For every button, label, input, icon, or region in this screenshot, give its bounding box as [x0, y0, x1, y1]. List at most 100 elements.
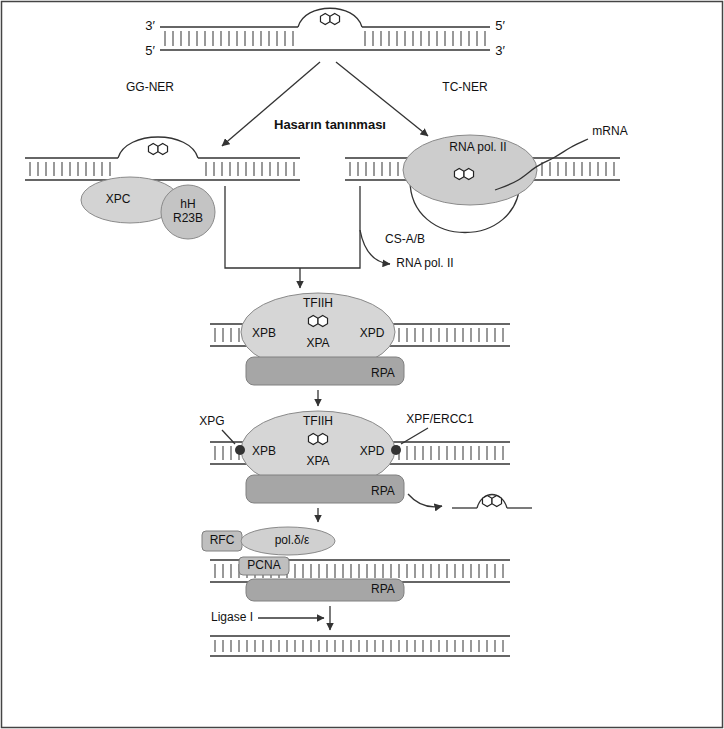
base-pair	[502, 328, 503, 342]
base-pair	[478, 640, 479, 652]
base-pair	[222, 564, 223, 578]
base-pair	[470, 640, 471, 652]
base-pair	[438, 446, 439, 460]
thymine-dimer	[308, 434, 318, 445]
dna-fragment	[507, 507, 532, 508]
base-pair	[406, 564, 407, 578]
base-pair	[238, 640, 239, 652]
base-pair	[468, 31, 469, 46]
node-shape	[246, 475, 404, 503]
annotation-label: Hasarın tanınması	[274, 118, 386, 133]
leader-line	[222, 430, 235, 444]
base-pair	[422, 328, 423, 342]
protein-label: PCNA	[247, 559, 280, 573]
dna-strand	[160, 26, 298, 27]
base-pair	[69, 162, 70, 176]
dna-strand	[210, 635, 510, 636]
protein-label: pol.δ/ε	[275, 534, 310, 548]
base-pair	[462, 564, 463, 578]
base-pair	[430, 564, 431, 578]
node-shape	[403, 135, 537, 205]
pathway-arrow	[317, 390, 318, 406]
dna-bubble	[118, 137, 198, 158]
base-pair	[406, 640, 407, 652]
base-pair	[294, 564, 295, 578]
base-pair	[254, 640, 255, 652]
protein-label: RNA pol. II	[449, 141, 506, 155]
base-pair	[398, 328, 399, 342]
base-pair	[350, 564, 351, 578]
base-pair	[164, 31, 165, 46]
base-pair	[204, 31, 205, 46]
polymerase-ellipse: pol.δ/ε	[240, 526, 336, 556]
leader-line	[401, 428, 428, 444]
base-pair	[541, 162, 542, 176]
base-pair	[109, 162, 110, 176]
annotation-label: 3′	[145, 19, 155, 34]
protein-label: RPA	[371, 485, 395, 499]
polymerase-ellipse: RNA pol. II	[402, 134, 538, 206]
base-pair	[406, 328, 407, 342]
base-pair	[196, 31, 197, 46]
dna-lesion	[308, 316, 327, 327]
protein-label: RPA	[371, 367, 395, 381]
base-pair	[454, 328, 455, 342]
base-pair	[286, 640, 287, 652]
base-pair	[285, 162, 286, 176]
base-pair	[484, 31, 485, 46]
dna-lesion	[320, 14, 339, 25]
base-pair	[253, 162, 254, 176]
annotation-label: XPG	[199, 415, 224, 429]
base-pair	[212, 31, 213, 46]
base-pair	[302, 564, 303, 578]
base-pair	[382, 564, 383, 578]
base-pair	[589, 162, 590, 176]
base-pair	[605, 162, 606, 176]
base-pair	[476, 31, 477, 46]
base-pair	[486, 640, 487, 652]
node-shape	[239, 557, 289, 575]
node-shape	[241, 527, 335, 555]
pathway-arrow	[317, 508, 318, 522]
base-pair	[478, 328, 479, 342]
base-pair	[422, 564, 423, 578]
base-pair	[460, 31, 461, 46]
base-pair	[502, 640, 503, 652]
base-pair	[269, 162, 270, 176]
base-pair	[470, 328, 471, 342]
base-pair	[430, 328, 431, 342]
base-pair	[342, 564, 343, 578]
base-pair	[414, 446, 415, 460]
base-pair	[438, 328, 439, 342]
base-pair	[364, 31, 365, 46]
dna-strand	[345, 179, 410, 180]
pathway-arrow	[299, 268, 300, 288]
base-pair	[237, 162, 238, 176]
base-pair	[597, 162, 598, 176]
thymine-dimer	[318, 434, 328, 445]
xpf-site	[391, 445, 401, 455]
base-pair	[213, 162, 214, 176]
base-pair	[172, 31, 173, 46]
base-pair	[222, 328, 223, 342]
dna-strand	[25, 157, 118, 158]
base-pair	[454, 564, 455, 578]
pathway-arrow	[329, 606, 330, 630]
base-pair	[366, 564, 367, 578]
base-pair	[260, 31, 261, 46]
base-pair	[470, 564, 471, 578]
base-pair	[294, 640, 295, 652]
base-pair	[486, 446, 487, 460]
annotation-label: 3′	[495, 44, 505, 59]
base-pair	[398, 640, 399, 652]
base-pair	[310, 640, 311, 652]
annotation-label: CS-A/B	[385, 233, 425, 247]
base-pair	[318, 640, 319, 652]
thymine-dimer	[320, 14, 330, 25]
base-pair	[230, 328, 231, 342]
base-pair	[238, 328, 239, 342]
dna-lesion	[482, 496, 501, 507]
base-pair	[326, 640, 327, 652]
base-pair	[238, 446, 239, 460]
